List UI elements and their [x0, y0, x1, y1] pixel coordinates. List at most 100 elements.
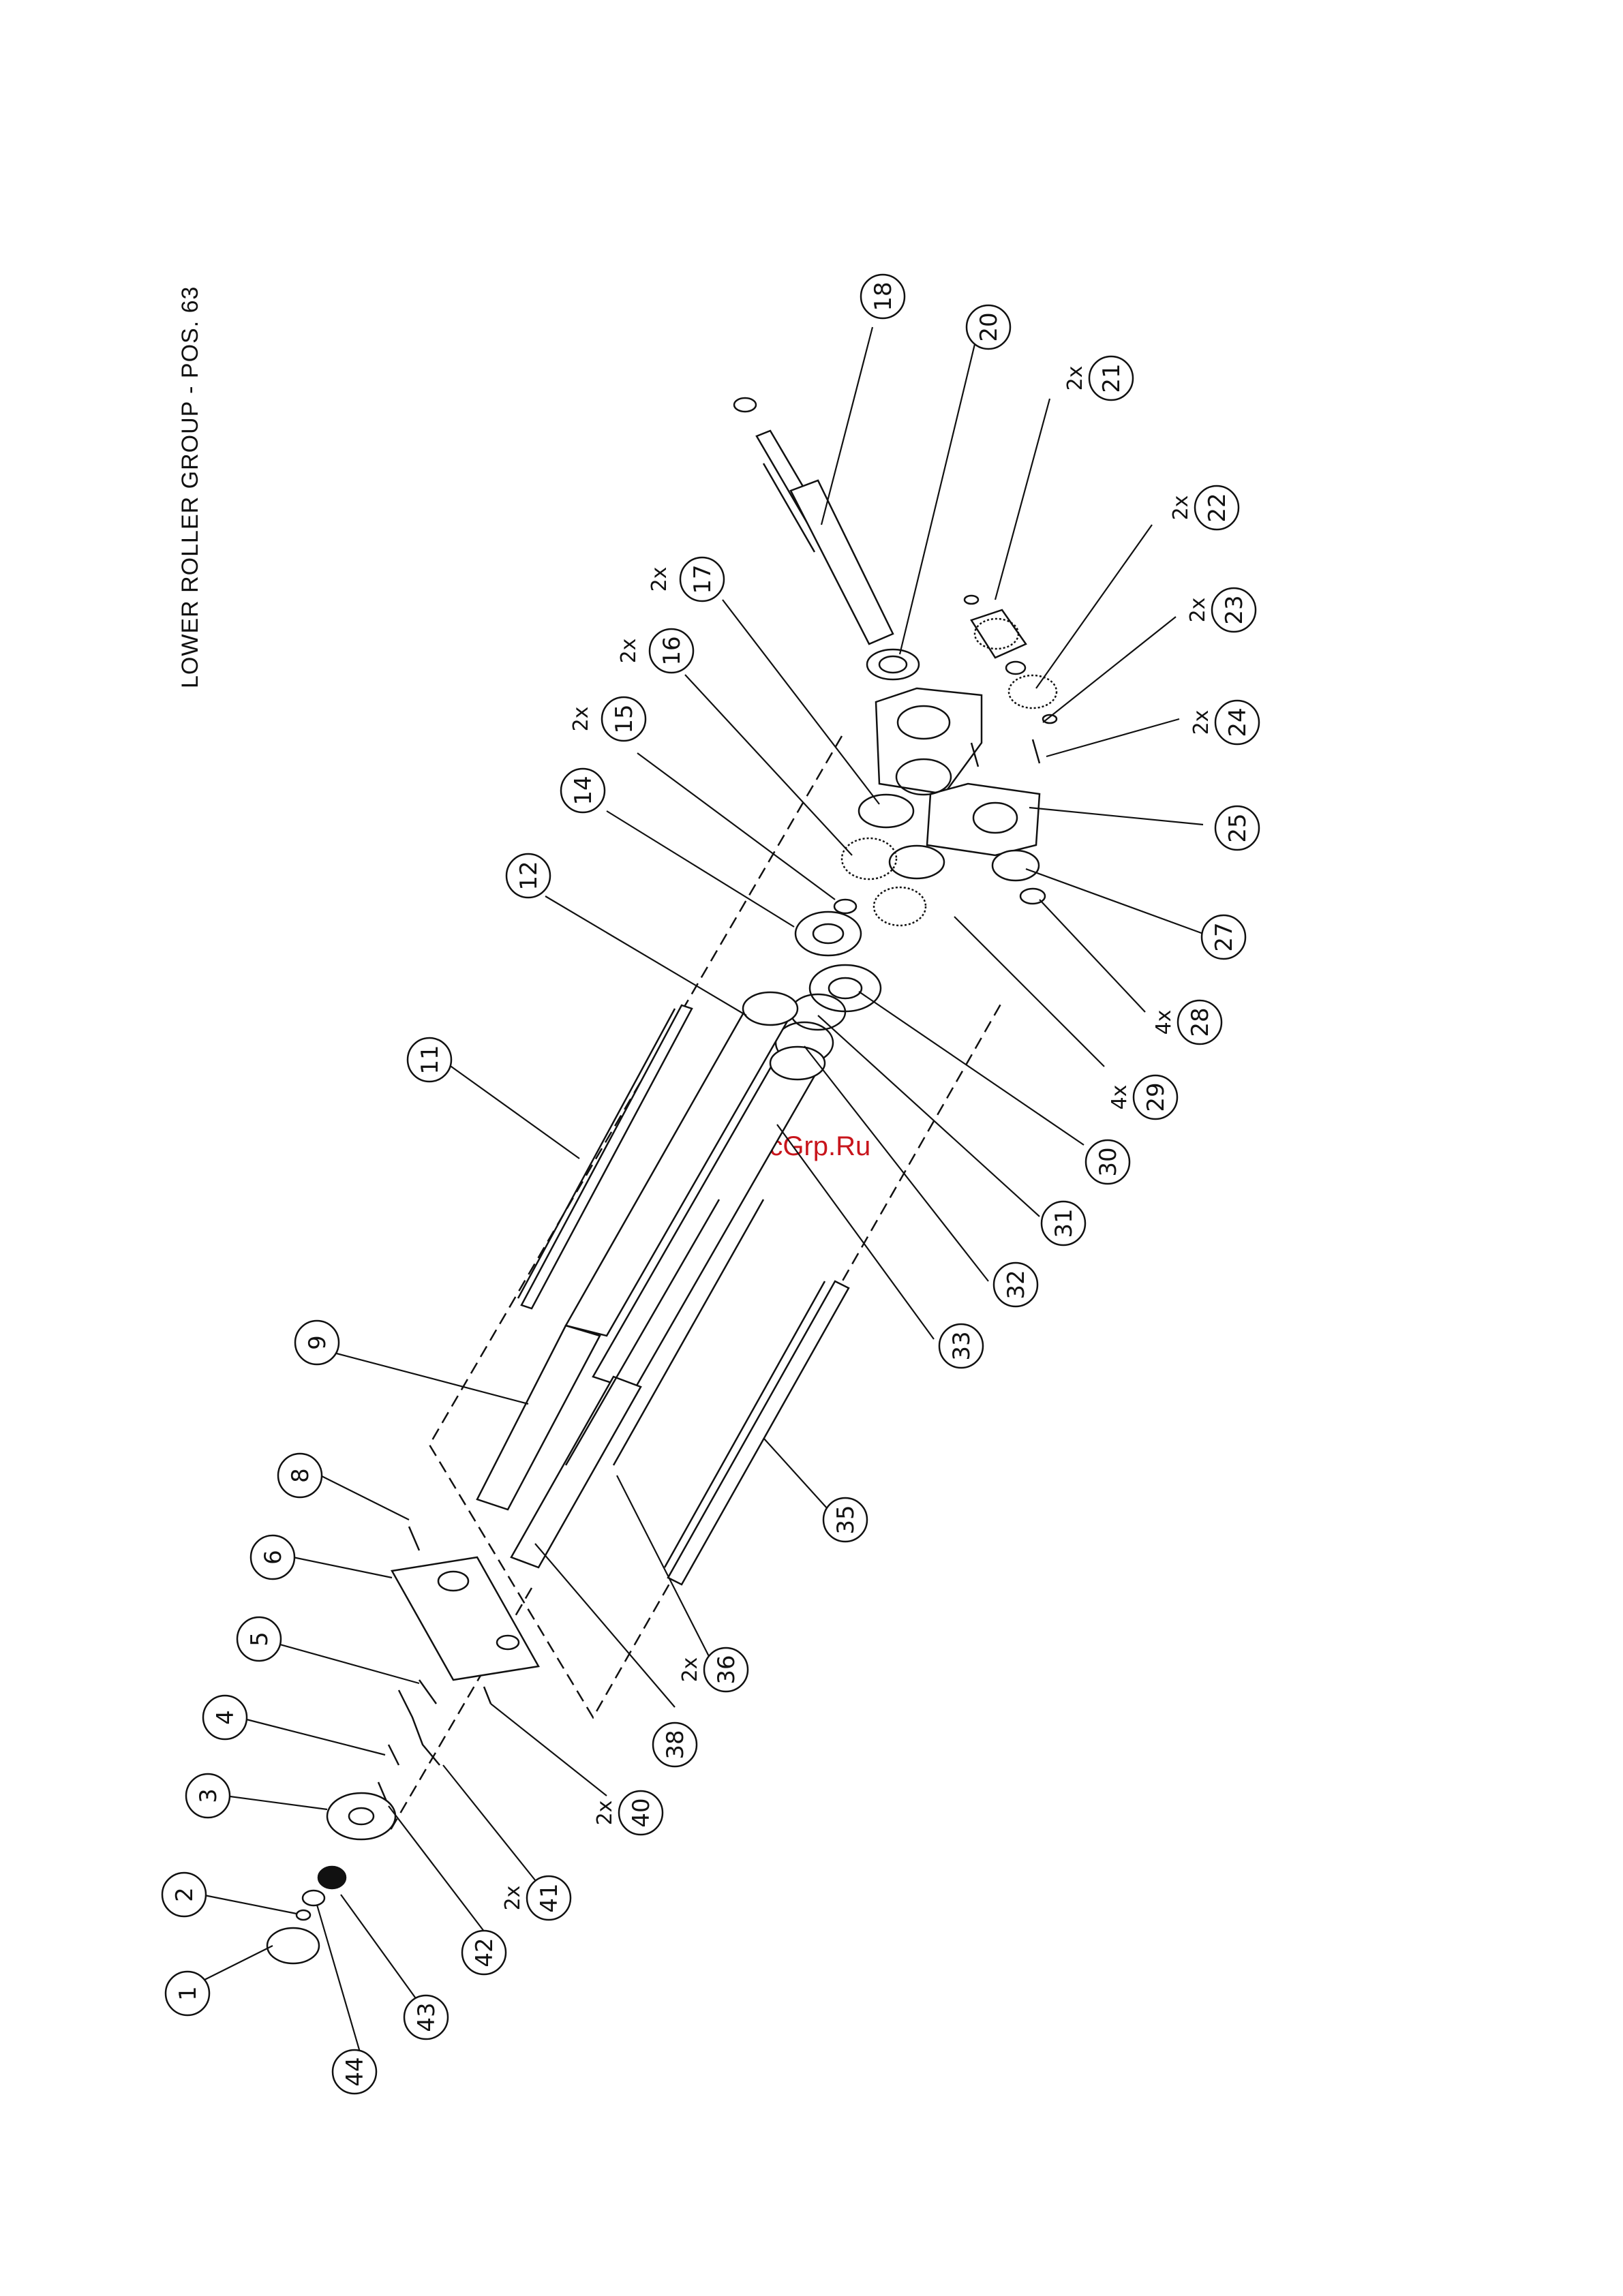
- callout-3: 3: [186, 1774, 230, 1818]
- qty-21: 2x: [1063, 366, 1087, 391]
- callout-36: 36: [704, 1648, 748, 1692]
- callout-17: 17: [680, 557, 724, 601]
- callout-42-label: 42: [471, 1938, 498, 1967]
- knob-3: [327, 1793, 395, 1839]
- bolt-5: [419, 1680, 436, 1704]
- callout-22: 22: [1195, 486, 1239, 530]
- callout-41-label: 41: [536, 1883, 563, 1912]
- callout-25: 25: [1215, 806, 1259, 850]
- callout-31-label: 31: [1050, 1208, 1078, 1238]
- callout-11: 11: [408, 1038, 451, 1082]
- qty-36: 2x: [678, 1657, 702, 1683]
- callout-22-label: 22: [1204, 493, 1231, 522]
- callout-33-label: 33: [948, 1331, 975, 1360]
- callout-3-label: 3: [195, 1788, 222, 1803]
- qty-15: 2x: [569, 707, 593, 732]
- callout-9: 9: [295, 1321, 339, 1364]
- callout-9-label: 9: [304, 1335, 331, 1350]
- nut-2: [297, 1910, 310, 1920]
- callout-24: 24: [1215, 701, 1259, 744]
- bearing-27: [992, 851, 1039, 881]
- callout-43: 43: [404, 1995, 448, 2039]
- callout-6-label: 6: [260, 1550, 287, 1565]
- screw-24: [1033, 739, 1040, 763]
- callout-33: 33: [939, 1324, 983, 1368]
- callout-4-label: 4: [212, 1710, 239, 1725]
- callout-44-label: 44: [342, 2057, 369, 2086]
- callout-18-label: 18: [870, 281, 897, 311]
- diagram-title: LOWER ROLLER GROUP - POS. 63: [177, 286, 203, 688]
- qty-17: 2x: [648, 567, 671, 592]
- bearing-20: [867, 649, 919, 679]
- callout-5-label: 5: [246, 1632, 273, 1647]
- callout-30-label: 30: [1095, 1147, 1122, 1176]
- callout-35: 35: [823, 1498, 867, 1542]
- bevel-gear-21: [965, 596, 1026, 658]
- callout-17-label: 17: [689, 564, 716, 594]
- callout-32: 32: [994, 1263, 1037, 1306]
- callout-6: 6: [251, 1535, 294, 1579]
- callout-5: 5: [237, 1617, 281, 1661]
- callout-30: 30: [1086, 1140, 1129, 1184]
- callout-40: 40: [619, 1791, 663, 1835]
- callout-4: 4: [203, 1696, 247, 1739]
- callout-38: 38: [653, 1723, 697, 1766]
- qty-23: 2x: [1186, 598, 1210, 623]
- callout-28-label: 28: [1187, 1007, 1214, 1037]
- callout-35-label: 35: [832, 1505, 860, 1534]
- callout-31: 31: [1042, 1201, 1085, 1245]
- pin-4: [389, 1745, 399, 1765]
- pin-8: [409, 1527, 419, 1550]
- qty-24: 2x: [1189, 710, 1213, 735]
- washer-44: [303, 1891, 324, 1905]
- callout-16-label: 16: [658, 636, 686, 665]
- callout-27-label: 27: [1211, 922, 1238, 951]
- callout-15-label: 15: [611, 704, 638, 733]
- callout-20-label: 20: [975, 312, 1003, 341]
- qty-28: 4x: [1152, 1010, 1176, 1035]
- callout-8-label: 8: [287, 1468, 314, 1483]
- callout-12-label: 12: [515, 861, 543, 890]
- qty-41: 2x: [501, 1886, 525, 1911]
- callout-25-label: 25: [1224, 813, 1252, 842]
- qty-40: 2x: [593, 1801, 617, 1826]
- callout-44: 44: [333, 2050, 376, 2094]
- callout-23: 23: [1212, 588, 1256, 632]
- bevel-gear-16: [842, 838, 926, 925]
- callout-18: 18: [861, 275, 905, 318]
- cap-1: [267, 1928, 319, 1963]
- callout-23-label: 23: [1221, 595, 1248, 624]
- callout-1-label: 1: [175, 1986, 202, 2001]
- callout-21: 21: [1089, 356, 1133, 400]
- callout-43-label: 43: [413, 2002, 440, 2032]
- callout-1: 1: [166, 1972, 209, 2015]
- callout-28: 28: [1178, 1000, 1222, 1044]
- callout-29: 29: [1134, 1075, 1177, 1119]
- callout-38-label: 38: [662, 1730, 689, 1759]
- knurl-43: [318, 1867, 346, 1888]
- callout-12: 12: [506, 854, 550, 898]
- callout-20: 20: [967, 305, 1010, 349]
- callout-32-label: 32: [1003, 1270, 1030, 1299]
- callout-2-label: 2: [171, 1887, 198, 1902]
- callout-16: 16: [650, 629, 693, 673]
- qty-22: 2x: [1169, 495, 1193, 521]
- callout-11-label: 11: [416, 1045, 444, 1074]
- callout-41: 41: [527, 1876, 571, 1920]
- callout-29-label: 29: [1142, 1082, 1170, 1112]
- callout-21-label: 21: [1098, 363, 1125, 393]
- callout-24-label: 24: [1224, 707, 1252, 737]
- bar-35: [668, 1281, 849, 1585]
- qty-29: 4x: [1108, 1085, 1132, 1110]
- callout-8: 8: [278, 1454, 322, 1497]
- callout-15: 15: [602, 697, 646, 741]
- callout-2: 2: [162, 1873, 206, 1916]
- qty-16: 2x: [617, 639, 641, 664]
- shaft-18: [734, 398, 893, 644]
- hub-30: [810, 965, 881, 1011]
- callout-14: 14: [561, 769, 605, 812]
- callout-40-label: 40: [628, 1798, 655, 1827]
- bracket-25: [876, 688, 1040, 855]
- callout-27: 27: [1202, 915, 1245, 959]
